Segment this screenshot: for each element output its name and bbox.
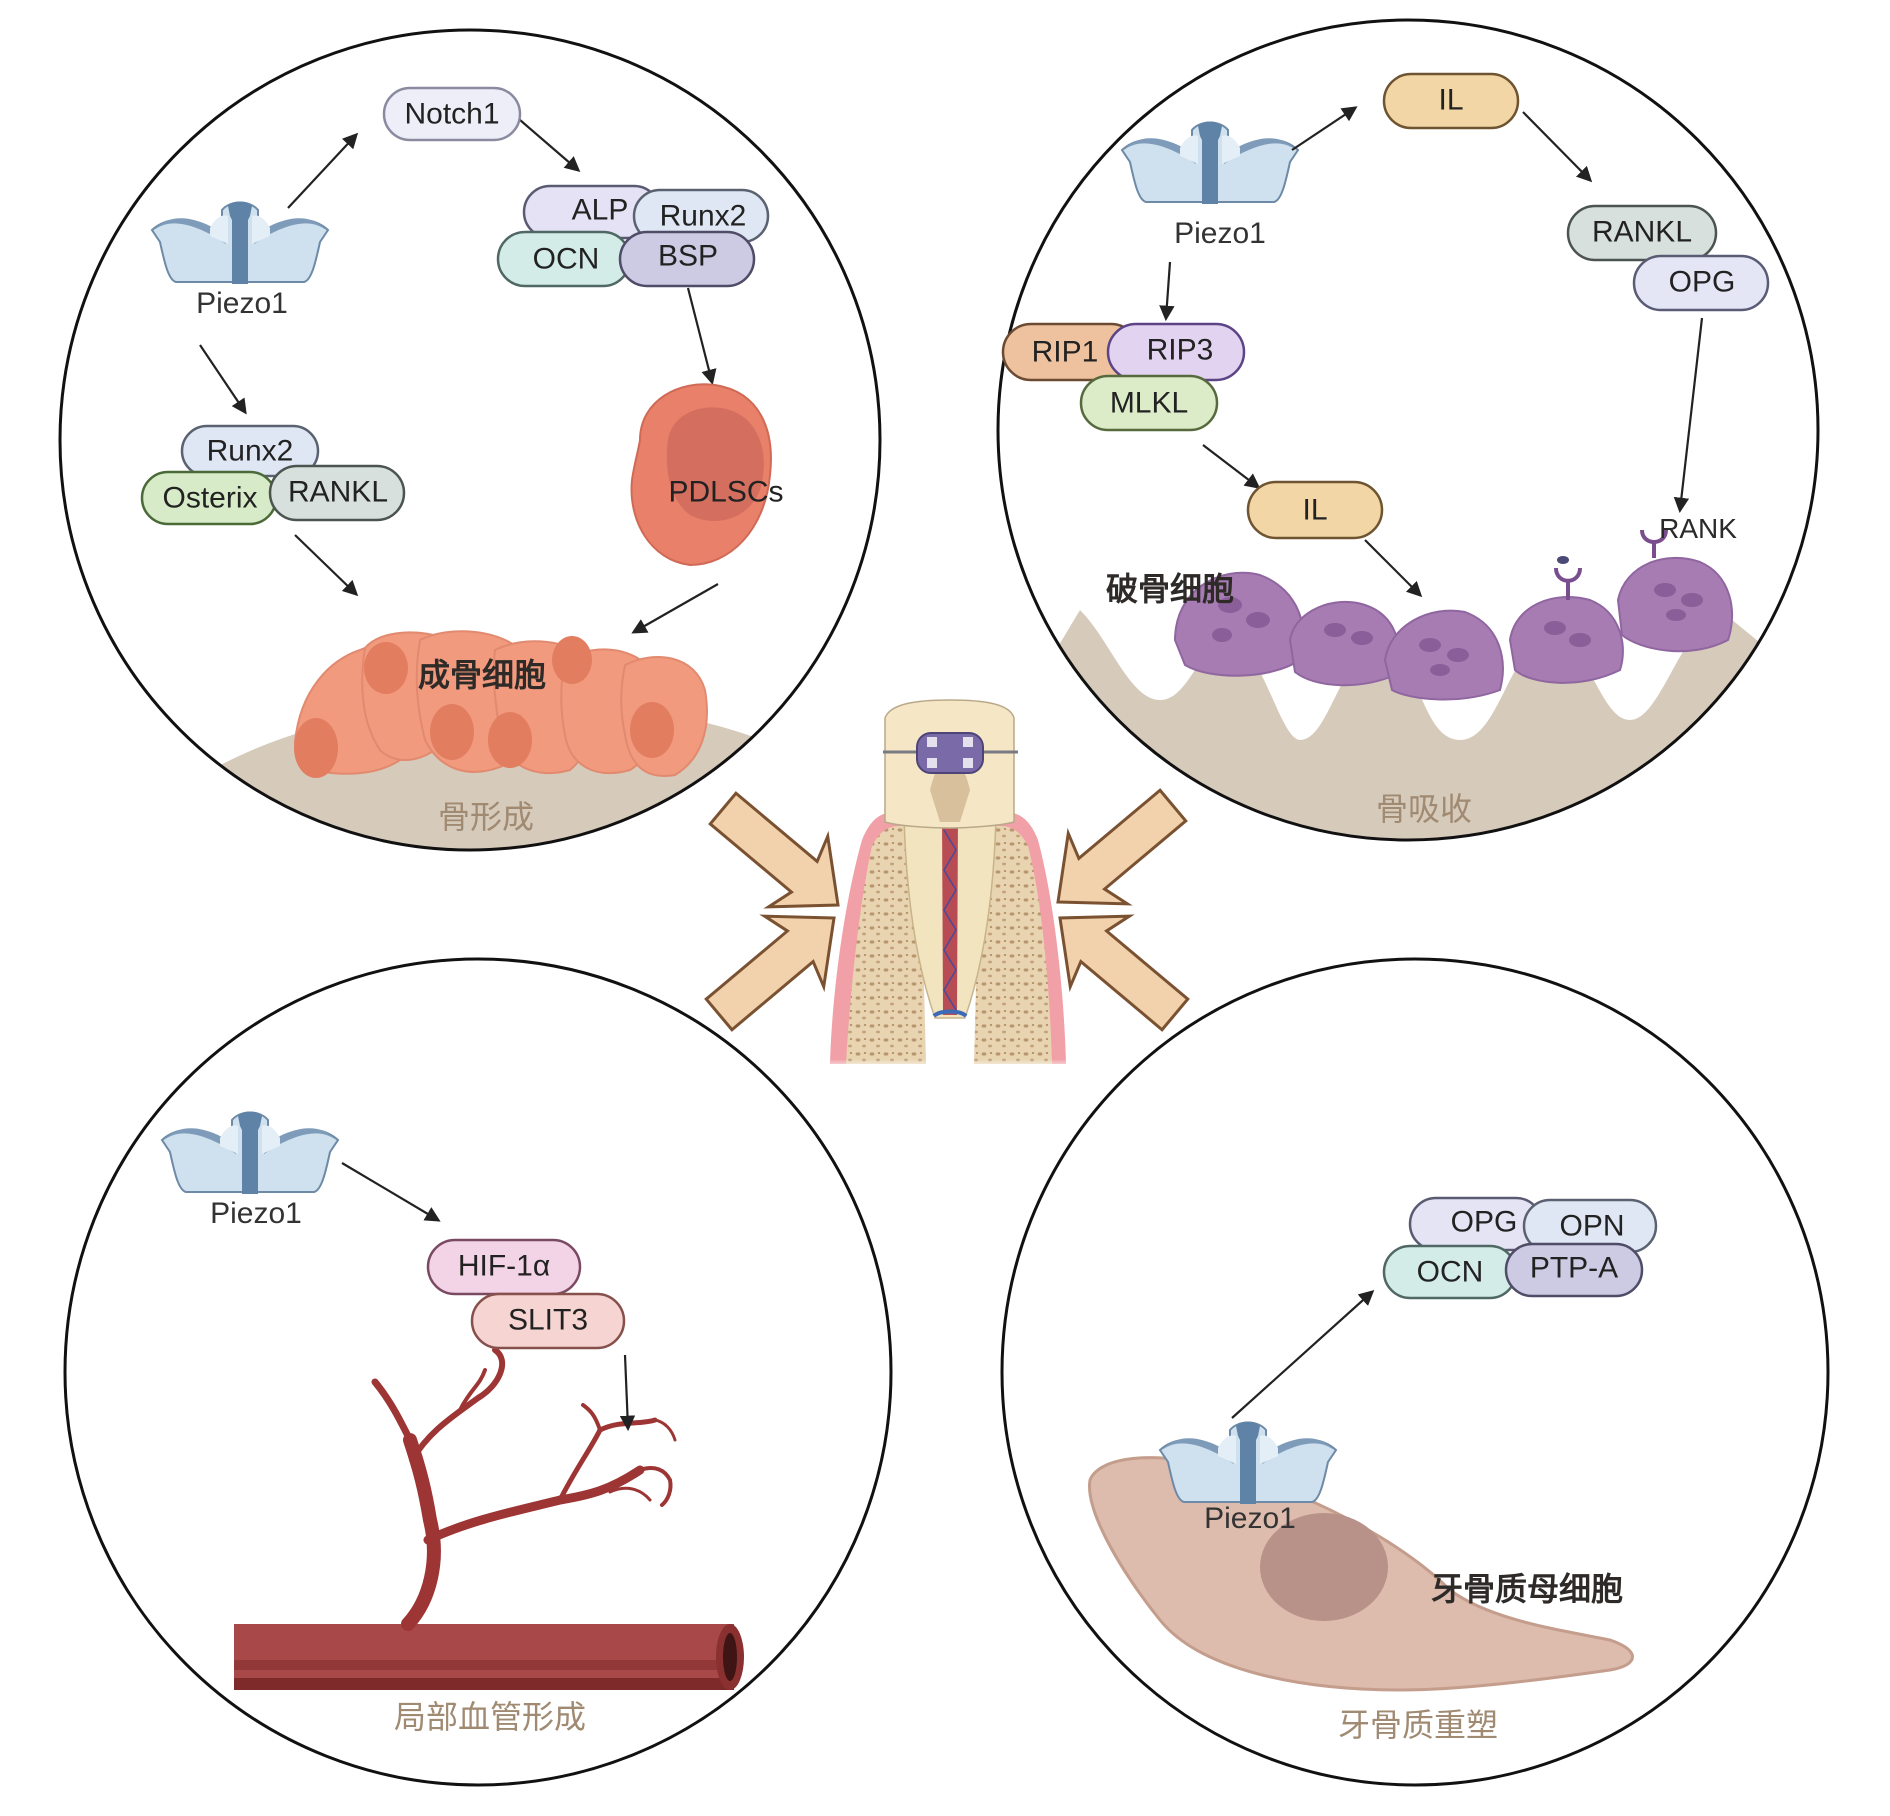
protein-rip1: RIP1 [1001, 322, 1141, 382]
osteoclast-nuclei [1212, 583, 1703, 676]
protein-pill [1632, 254, 1770, 312]
protein-label: SLIT3 [508, 1304, 588, 1337]
cementum-remodeling-caption: 牙骨质重塑 [1338, 1706, 1498, 1744]
protein-label: HIF-1α [458, 1250, 550, 1283]
piezo1-label: Piezo1 [210, 1197, 302, 1230]
protein-pill [1246, 480, 1384, 540]
protein-ocn: OCN [1382, 1244, 1518, 1300]
cementoblast-label: 牙骨质母细胞 [1431, 1570, 1623, 1608]
protein-label: RIP1 [1032, 336, 1099, 369]
protein-slit3: SLIT3 [470, 1292, 626, 1350]
protein-label: RANKL [1592, 216, 1692, 249]
alveolar-bone-right [974, 826, 1052, 1064]
osteoclast-cells [1173, 557, 1734, 701]
pathway-arrows [1159, 106, 1704, 598]
piezo1-label: Piezo1 [1174, 217, 1266, 250]
force-arrow-bottom-right [1058, 914, 1190, 1032]
protein-label: IL [1438, 84, 1463, 117]
protein-pill [1382, 72, 1520, 130]
protein-label: PTP-A [1530, 1252, 1618, 1285]
protein-hif1a: HIF-1α [426, 1238, 582, 1296]
pdlsc-label: PDLSCs [668, 476, 783, 509]
bracket-icon [916, 732, 984, 774]
protein-ocn: OCN [496, 230, 632, 288]
osteoclast-label: 破骨细胞 [1106, 570, 1234, 608]
protein-pill [618, 230, 756, 288]
panel-cementum-remodeling: 牙骨质母细胞 牙骨质重塑 Piezo1 OPG OPN OCN PTP-A [1000, 957, 1830, 1787]
protein-label: Runx2 [660, 200, 747, 233]
panel-bone-formation: 成骨细胞 骨形成 Piezo1 Notch1 ALP Ru [58, 28, 882, 852]
piezo1-channel-icon [1159, 1420, 1337, 1505]
panel-circle [1000, 957, 1830, 1787]
protein-runx2-top: Runx2 [632, 188, 770, 244]
protein-label: MLKL [1110, 387, 1188, 420]
protein-rankl: RANKL [268, 464, 406, 522]
panel-circle [996, 18, 1820, 842]
pulp-vessels [942, 816, 958, 1015]
piezo1-label: Piezo1 [1204, 1502, 1296, 1535]
rank-receptor-icons [1554, 529, 1668, 600]
protein-label: BSP [658, 240, 718, 273]
protein-label: OCN [533, 243, 600, 276]
protein-label: ALP [572, 194, 629, 227]
protein-label: OPN [1559, 1210, 1624, 1243]
blood-vessel [234, 1624, 744, 1690]
protein-mlkl: MLKL [1079, 374, 1219, 432]
force-arrow-top-right [1056, 788, 1188, 906]
rank-label: RANK [1659, 513, 1737, 544]
protein-pill [1504, 1242, 1644, 1298]
protein-pill [1566, 204, 1718, 262]
protein-opg: OPG [1632, 254, 1770, 312]
protein-pill [382, 86, 522, 142]
protein-label: OCN [1417, 1256, 1484, 1289]
protein-label: RANKL [288, 476, 388, 509]
piezo1-channel-icon [1121, 120, 1299, 205]
protein-label: Notch1 [404, 98, 499, 131]
protein-label: IL [1302, 494, 1327, 527]
angiogenesis-caption: 局部血管形成 [394, 1698, 586, 1736]
panel-bone-resorption: 骨吸收 破骨细胞 Piezo1 IL RANKL OPG [996, 18, 1820, 842]
pathway-arrows [199, 119, 719, 634]
protein-label: OPG [1669, 266, 1736, 299]
protein-label: Osterix [162, 482, 257, 515]
angiogenic-sprouts [371, 1347, 677, 1631]
protein-opg: OPG [1408, 1196, 1544, 1252]
panel-angiogenesis: 局部血管形成 Piezo1 HIF-1α SLIT3 [63, 957, 893, 1787]
orthodontic-tooth [820, 699, 1080, 1070]
protein-bsp: BSP [618, 230, 756, 288]
pathway-arrows [341, 1162, 636, 1432]
bone-formation-caption: 骨形成 [438, 798, 534, 836]
osteoblast-cells [293, 630, 708, 778]
protein-label: OPG [1451, 1206, 1518, 1239]
protein-notch1: Notch1 [382, 86, 522, 142]
protein-pill [470, 1292, 626, 1350]
protein-il-mid: IL [1246, 480, 1384, 540]
bone-resorption-caption: 骨吸收 [1376, 790, 1472, 828]
protein-runx2-left: Runx2 [180, 424, 320, 478]
force-arrows [704, 788, 1190, 1032]
pdlsc-cell: PDLSCs [630, 383, 784, 567]
piezo1-label: Piezo1 [196, 287, 288, 320]
protein-pill [268, 464, 406, 522]
protein-rip3: RIP3 [1106, 322, 1246, 382]
cementoblast-cell [1088, 1456, 1634, 1692]
piezo1-channel-icon [151, 200, 329, 285]
panel-circle [63, 957, 893, 1787]
osteoblast-label: 成骨细胞 [418, 656, 546, 694]
protein-osterix: Osterix [140, 470, 278, 526]
protein-rankl: RANKL [1566, 204, 1718, 262]
force-arrow-top-left [708, 791, 840, 909]
protein-label: Runx2 [207, 435, 294, 468]
protein-ptpa: PTP-A [1504, 1242, 1644, 1298]
alveolar-bone-left [846, 826, 926, 1064]
panel-circle [58, 28, 882, 852]
force-arrow-bottom-left [704, 914, 836, 1032]
protein-pill [1079, 374, 1219, 432]
protein-il-top: IL [1382, 72, 1520, 130]
protein-label: RIP3 [1147, 334, 1214, 367]
rankl-ligand-icon [1557, 556, 1569, 564]
pathway-arrows [1231, 1289, 1375, 1419]
piezo1-channel-icon [161, 1110, 339, 1195]
